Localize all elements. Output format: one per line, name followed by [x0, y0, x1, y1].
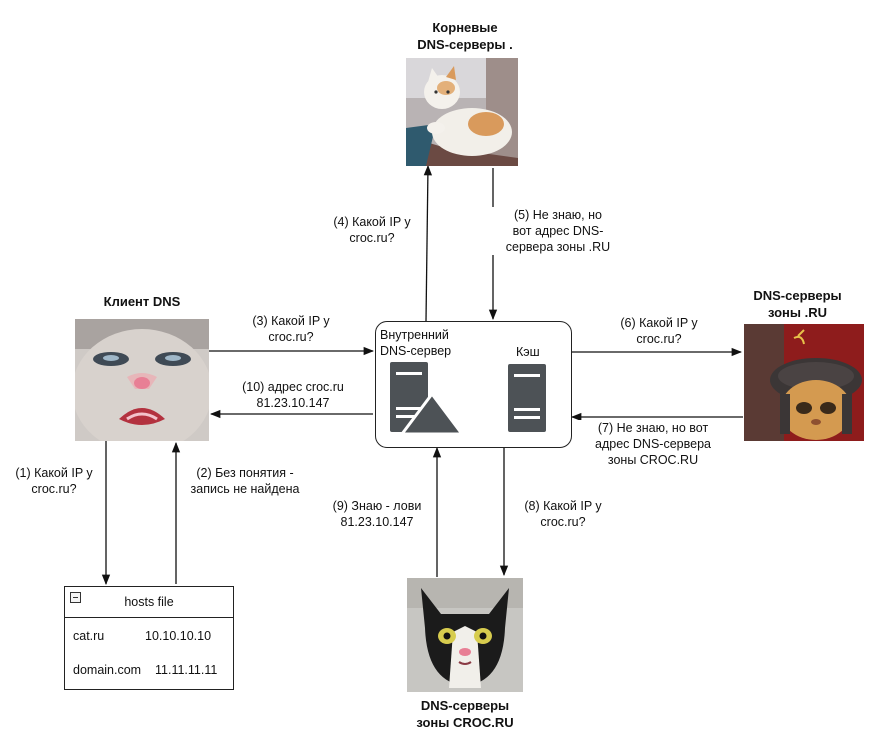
hosts-row-1: cat.ru 10.10.10.10 [73, 629, 211, 643]
internal-dns-label: Внутренний DNS-сервер [380, 328, 452, 358]
croc-zone-cat-photo [407, 578, 523, 692]
hosts-row-host: domain.com [73, 663, 142, 677]
internal-dns-server-node: Внутренний DNS-сервер Кэш [375, 321, 572, 448]
hosts-file-header: hosts file [65, 587, 233, 618]
croc-zone-title: DNS-серверы зоны CROC.RU [416, 698, 514, 730]
hosts-row-host: cat.ru [73, 629, 105, 643]
warning-triangle-icon [399, 391, 464, 436]
client-dns-title: Клиент DNS [103, 294, 181, 309]
ru-zone-cat-photo [744, 324, 864, 441]
cache-server-icon [508, 364, 546, 432]
client-cat-photo [75, 319, 209, 441]
hosts-row-2: domain.com 11.11.11.11 [73, 663, 217, 677]
hosts-row-ip: 11.11.11.11 [155, 663, 218, 677]
root-servers-title: Корневые DNS-серверы . [417, 20, 513, 52]
collapse-minus-icon[interactable] [70, 592, 81, 603]
ru-zone-title: DNS-серверы зоны .RU [753, 288, 842, 320]
edge-4-arrow [423, 164, 433, 322]
cache-label: Кэш [516, 345, 540, 359]
server-rack-icon [390, 362, 464, 436]
edge-2-label: (2) Без понятия -запись не найдена [180, 465, 310, 497]
hosts-file-table: hosts file cat.ru 10.10.10.10 domain.com… [64, 586, 234, 690]
hosts-file-title: hosts file [124, 595, 174, 609]
hosts-row-ip: 10.10.10.10 [145, 629, 212, 643]
root-servers-cat-photo [406, 58, 518, 166]
